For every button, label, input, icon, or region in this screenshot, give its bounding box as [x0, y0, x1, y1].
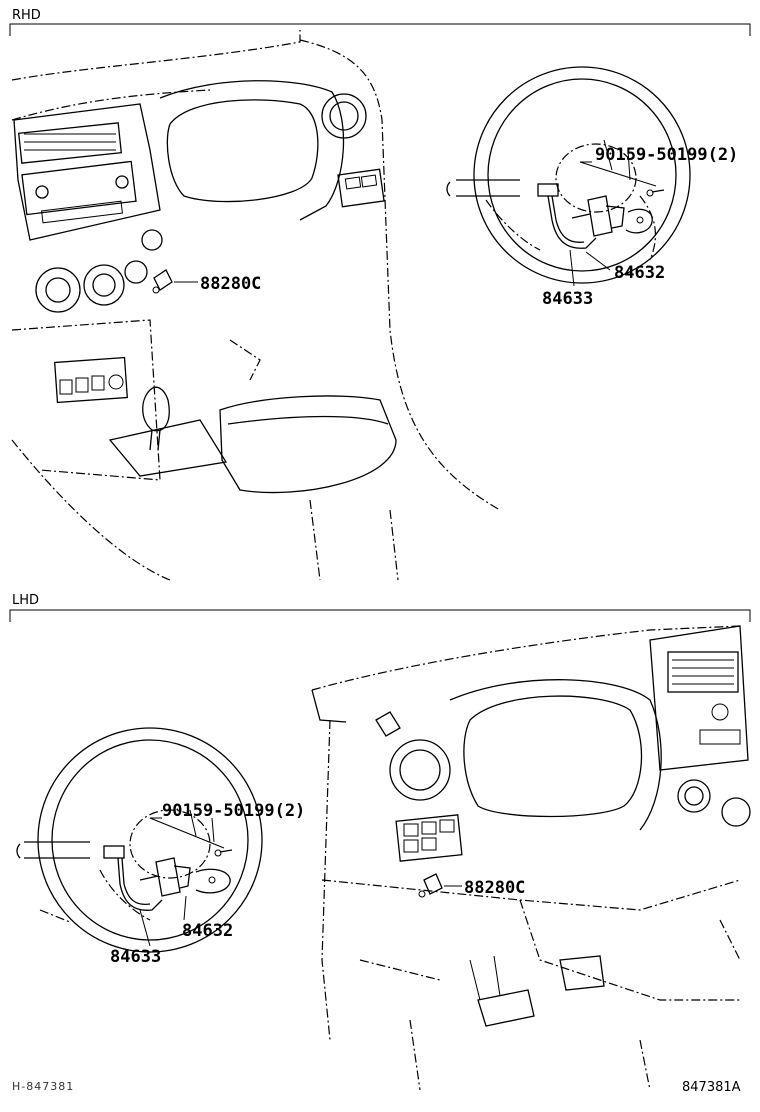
rhd-section-label: RHD [12, 8, 41, 23]
lhd-dashboard-illustration [311, 625, 751, 1091]
lhd-screw [214, 849, 233, 857]
lhd-section-frame [9, 609, 751, 622]
rhd-indicator-lamp-bulb [152, 269, 173, 294]
rhd-switch-wire-harness [547, 195, 597, 249]
lhd-section: LHD [9, 593, 751, 1091]
rhd-wire-leader [569, 249, 575, 287]
footer-right-code: 847381A [682, 1080, 741, 1095]
rhd-wire-part-number: 84633 [542, 289, 593, 309]
rhd-section: RHD [9, 8, 751, 581]
rhd-lamp-part-number: 88280C [200, 274, 261, 294]
lhd-screw-part-number: 90159-50199(2) [162, 801, 305, 821]
rhd-screw-leader [579, 161, 657, 187]
lhd-screw-leader [149, 817, 225, 849]
lhd-switch-leader [183, 895, 187, 921]
footer-left-code: H-847381 [12, 1080, 74, 1093]
lhd-wire-part-number: 84633 [110, 947, 161, 967]
lhd-cruise-control-switch [155, 857, 231, 897]
rhd-steering-wheel-illustration [446, 66, 691, 284]
rhd-switch-part-number: 84632 [614, 263, 665, 283]
lhd-section-label: LHD [12, 593, 39, 608]
rhd-dashboard-illustration [11, 30, 501, 581]
rhd-section-frame [9, 23, 751, 36]
lhd-switch-part-number: 84632 [182, 921, 233, 941]
rhd-screw [646, 189, 665, 197]
lhd-wire-leader [139, 909, 151, 947]
lhd-steering-wheel-illustration [16, 727, 263, 953]
rhd-screw-part-number: 90159-50199(2) [595, 145, 738, 165]
rhd-switch-leader [585, 251, 611, 271]
lhd-indicator-lamp-bulb [418, 873, 443, 898]
rhd-cruise-control-switch [587, 195, 653, 237]
lhd-lamp-part-number: 88280C [464, 878, 525, 898]
lhd-switch-wire-harness [117, 857, 163, 911]
